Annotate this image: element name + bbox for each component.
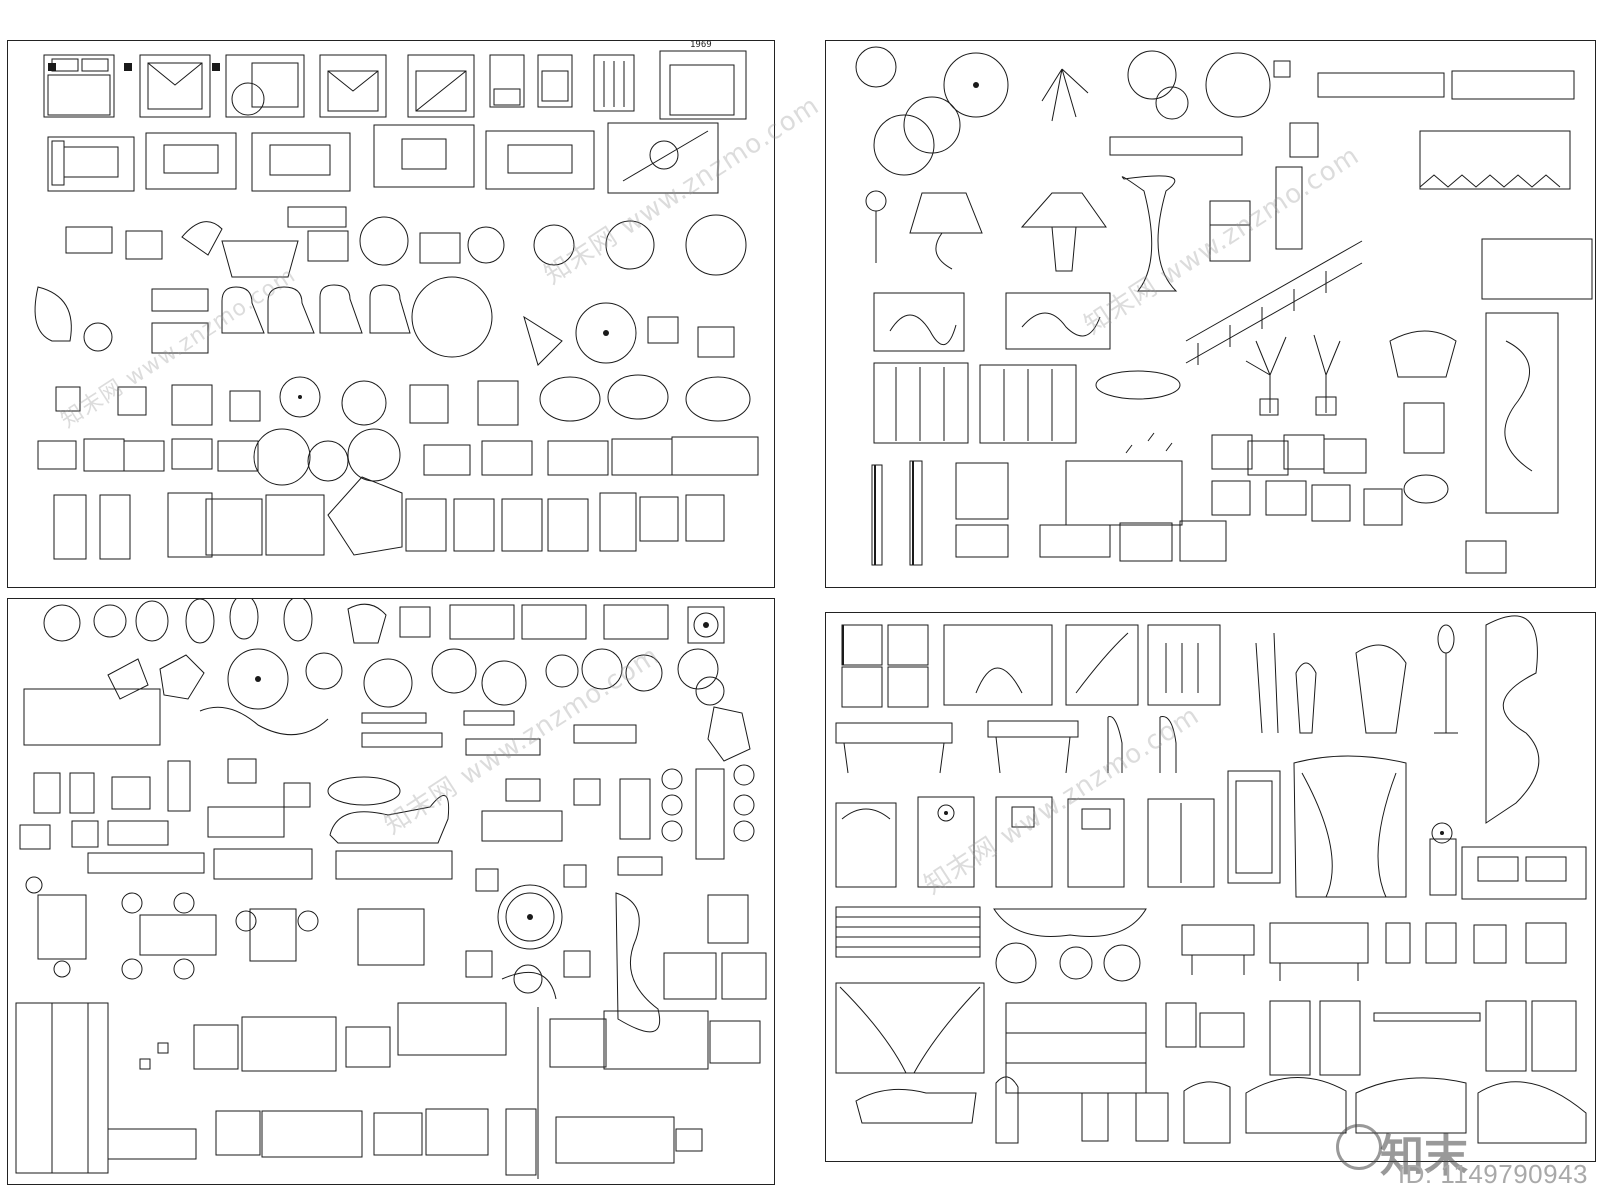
dimension-label: 1969 [690,40,712,50]
cad-sheet-top-left [7,40,775,588]
classical-furniture-drawing [835,615,1587,1144]
elevation-decor-drawing [855,46,1593,574]
image-id-label: ID: 1149790943 [1397,1159,1588,1189]
brand-mark: 知末 [1380,1131,1468,1182]
plan-plants-drawing [15,599,767,1179]
cad-sheet-bottom-right [825,612,1596,1162]
cad-sheet-top-right [825,40,1596,588]
plan-furniture-drawing [34,50,759,560]
cad-sheet-bottom-left [7,598,775,1185]
brand-logo-icon [1336,1124,1382,1170]
